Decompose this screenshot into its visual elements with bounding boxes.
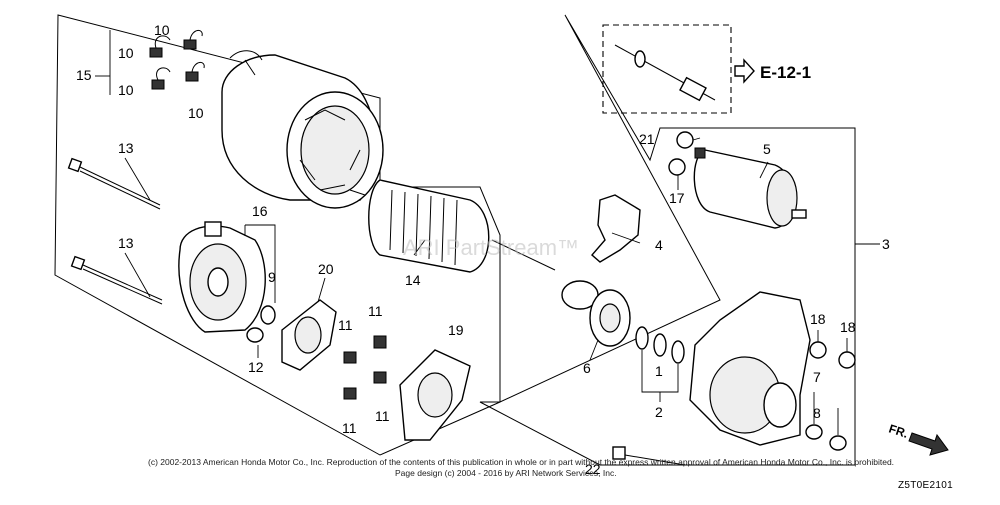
callout-13: 13: [118, 140, 134, 156]
callout-8: 8: [813, 405, 821, 421]
copyright-text: (c) 2002-2013 American Honda Motor Co., …: [148, 457, 894, 467]
callout-16: 16: [252, 203, 268, 219]
diagram-code: Z5T0E2101: [898, 480, 953, 491]
direction-arrow-icon: [908, 432, 949, 456]
mounting-bolt: [612, 446, 686, 466]
callout-4: 4: [655, 237, 663, 253]
nut-18a: [809, 341, 827, 359]
reference-label[interactable]: E-12-1: [760, 63, 811, 82]
callouts: 10 10 10 10 15 13 13 16 9 20 12 11 11 11…: [76, 22, 890, 477]
group-outline-3: [479, 14, 856, 466]
callout-10: 10: [154, 22, 170, 38]
through-bolt-lower: [70, 255, 163, 305]
copyright-text-2: Page design (c) 2004 - 2016 by ARI Netwo…: [395, 468, 617, 478]
bushing: [260, 305, 276, 325]
rear-bracket: [178, 221, 266, 333]
callout-10: 10: [118, 82, 134, 98]
group-outline-ref: [602, 24, 732, 114]
solenoid: [693, 147, 807, 229]
callout-21: 21: [639, 131, 655, 147]
callout-2: 2: [655, 404, 663, 420]
pinion-clutch: [561, 280, 631, 347]
brush-springs: [343, 335, 387, 400]
callout-9: 9: [268, 269, 276, 285]
callout-7: 7: [813, 369, 821, 385]
nut-12: [246, 327, 264, 343]
direction-label: FR.: [887, 422, 910, 441]
nut-17: [668, 158, 686, 176]
armature: [349, 179, 556, 273]
stopper-rings: [635, 326, 685, 364]
reference-link[interactable]: E-12-1: [734, 58, 811, 84]
callout-15: 15: [76, 67, 92, 83]
callout-17: 17: [669, 190, 685, 206]
shift-lever: [591, 194, 641, 263]
callout-13: 13: [118, 235, 134, 251]
callout-19: 19: [448, 322, 464, 338]
cap-8b: [829, 435, 847, 451]
front-housing: [689, 291, 811, 446]
callout-22: 22: [585, 461, 601, 477]
callout-3: 3: [882, 236, 890, 252]
nut-18b: [838, 351, 856, 369]
callout-10: 10: [118, 45, 134, 61]
callout-11: 11: [338, 317, 353, 333]
callout-6: 6: [583, 360, 591, 376]
brush-holder: [399, 349, 471, 441]
arrow-right-icon: [734, 58, 755, 84]
callout-14: 14: [405, 272, 421, 288]
front-direction-indicator: FR.: [887, 422, 949, 456]
brush-holder-plate: [281, 299, 337, 371]
callout-11: 11: [342, 420, 357, 436]
callout-1: 1: [655, 363, 663, 379]
callout-5: 5: [763, 141, 771, 157]
callout-11: 11: [368, 303, 383, 319]
through-bolt-upper: [67, 157, 161, 210]
ref-bolt: [614, 44, 716, 102]
nut-21: [676, 131, 694, 149]
callout-18: 18: [810, 311, 826, 327]
callout-11: 11: [375, 408, 390, 424]
leader-lines: [95, 30, 880, 435]
callout-12: 12: [248, 359, 264, 375]
callout-18: 18: [840, 319, 856, 335]
cap-8a: [805, 424, 823, 440]
watermark: ARI PartStream™: [403, 235, 579, 260]
yoke-housing: [221, 50, 384, 209]
callout-20: 20: [318, 261, 334, 277]
brush-set: [149, 30, 205, 90]
callout-10: 10: [188, 105, 204, 121]
